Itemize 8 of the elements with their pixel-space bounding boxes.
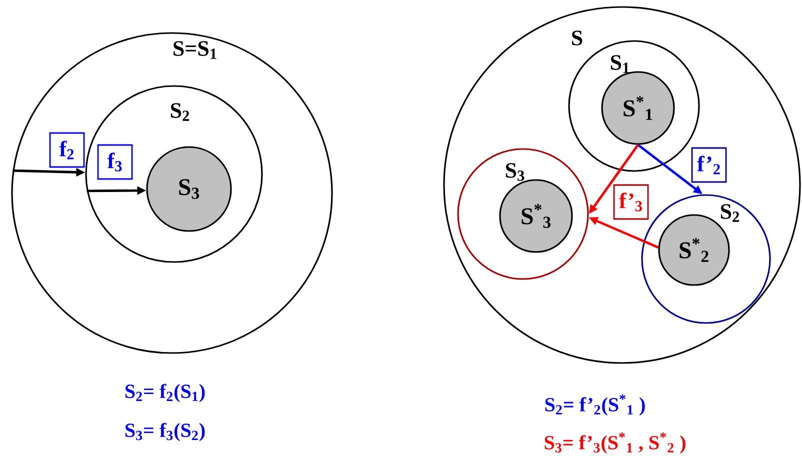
- equation: S$_{2}$= f$_{2}$(S$_{1}$): [126, 384, 205, 402]
- edge-label: f’$_{3}$: [613, 184, 649, 220]
- edge-label: f$_{2}$: [49, 132, 85, 168]
- equation: S$_{3}$= f’$_{3}$(S$^{*}$$_{1}$ , S$^{*}$$_{2}$ ): [544, 432, 686, 454]
- edge-label: f’$_{2}$: [691, 147, 727, 183]
- edge-label: f$_{3}$: [97, 144, 133, 180]
- equation: S$_{3}$= f$_{3}$(S$_{2}$): [126, 422, 205, 442]
- equation: S$_{2}$= f’$_{2}$(S$^{*}$$_{1}$ ): [545, 394, 645, 416]
